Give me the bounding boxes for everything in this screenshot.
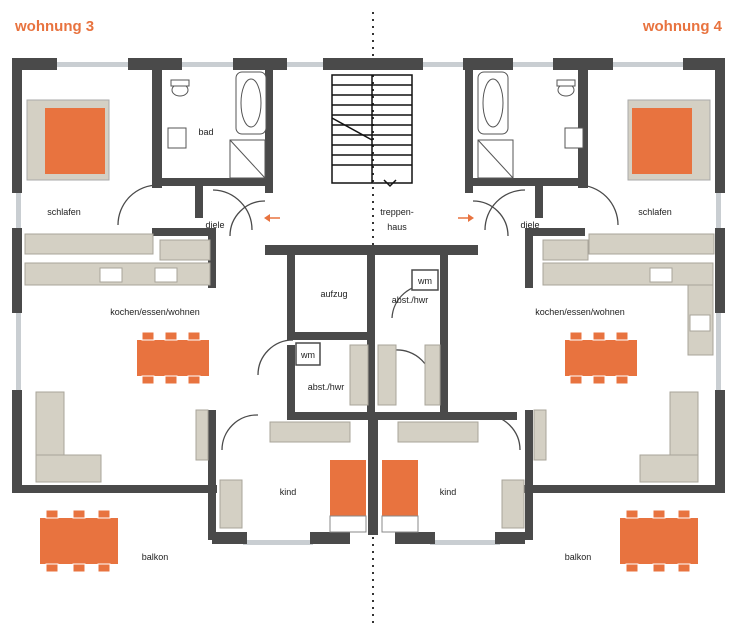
room-label-kind-right: kind	[440, 487, 457, 497]
room-label-treppenhaus-line1: treppen-	[380, 207, 414, 217]
room-label-abst-right: abst./hwr	[392, 295, 429, 305]
door-swings	[117, 184, 619, 451]
beds	[26, 99, 711, 533]
room-label-balkon-right: balkon	[565, 552, 592, 562]
wm-boxes	[295, 269, 439, 366]
entrance-arrows	[264, 214, 474, 222]
windows	[16, 62, 721, 545]
staircase	[331, 74, 413, 188]
room-label-abst-left: abst./hwr	[308, 382, 345, 392]
room-label-balkon-left: balkon	[142, 552, 169, 562]
room-label-diele-left: diele	[205, 220, 224, 230]
room-label-wm-right: wm	[417, 276, 432, 286]
unit-title-wohnung-4: wohnung 4	[642, 18, 722, 35]
walls	[12, 58, 725, 544]
room-label-aufzug: aufzug	[320, 289, 347, 299]
room-label-diele-right: diele	[520, 220, 539, 230]
bathroom-fixtures	[167, 71, 584, 179]
room-label-kind-left: kind	[280, 487, 297, 497]
dining-tables	[40, 331, 698, 573]
room-label-wm-left: wm	[300, 350, 315, 360]
unit-title-wohnung-3: wohnung 3	[15, 18, 95, 35]
room-label-treppenhaus-line2: haus	[387, 222, 407, 232]
room-label-schlafen-left: schlafen	[47, 207, 81, 217]
room-label-kochen-right: kochen/essen/wohnen	[535, 307, 625, 317]
room-label-kochen-left: kochen/essen/wohnen	[110, 307, 200, 317]
living-furniture	[35, 344, 699, 529]
kitchen-counters	[24, 233, 715, 356]
room-label-schlafen-right: schlafen	[638, 207, 672, 217]
room-label-bad-left: bad	[198, 127, 213, 137]
